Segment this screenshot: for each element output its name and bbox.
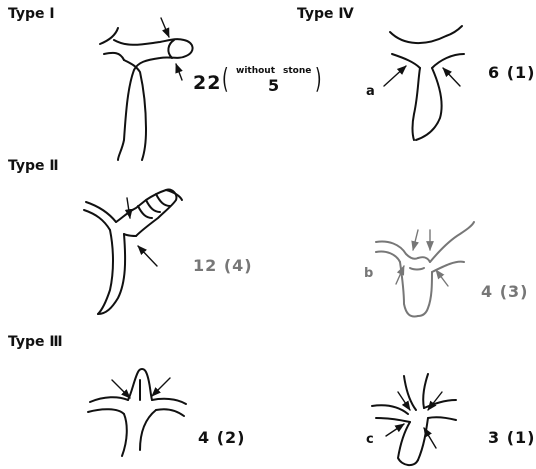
type-4a-arrow-left bbox=[384, 66, 406, 86]
type-2-arrow-side bbox=[138, 246, 157, 266]
type-2-arrow-top bbox=[127, 198, 130, 218]
type-4a-figure bbox=[384, 26, 464, 140]
type-4c-arrow-top-right bbox=[428, 392, 442, 410]
type-1-arrow-bottom bbox=[176, 64, 182, 80]
type-4b-figure bbox=[376, 222, 474, 317]
type-3-arrow-right bbox=[152, 378, 170, 396]
type-2-figure bbox=[84, 190, 182, 314]
type-4c-arrow-left bbox=[386, 424, 404, 436]
type-4b-arrow-top-left bbox=[413, 230, 418, 250]
type-4b-arrow-right bbox=[436, 270, 448, 286]
type-3-arrow-left bbox=[112, 380, 130, 398]
type-1-figure bbox=[100, 18, 193, 160]
type-4c-figure bbox=[372, 374, 456, 465]
type-3-figure bbox=[88, 369, 186, 456]
type-4c-arrow-right bbox=[424, 428, 436, 448]
type-4a-arrow-right bbox=[443, 68, 460, 86]
type-1-arrow-top bbox=[161, 18, 169, 37]
